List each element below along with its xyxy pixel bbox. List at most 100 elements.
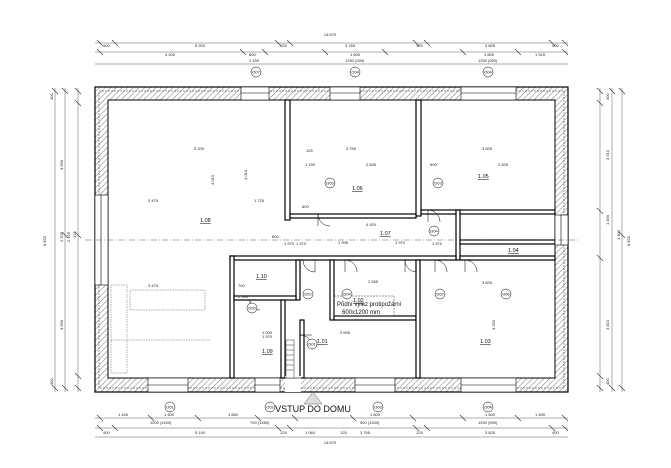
svg-text:1 970: 1 970 bbox=[284, 241, 295, 246]
window-tag-o02: O02 bbox=[266, 405, 274, 410]
svg-text:5 200: 5 200 bbox=[194, 146, 205, 151]
dim-right-3: 1 400 bbox=[616, 229, 621, 240]
dim-right-0: 400 bbox=[605, 93, 610, 100]
dim-left-1: 3 590 bbox=[59, 159, 64, 170]
svg-text:1 150: 1 150 bbox=[305, 162, 316, 167]
dim-left-3: 2 700 bbox=[59, 231, 64, 242]
door-tags bbox=[246, 177, 512, 350]
dim-right-5: 400 bbox=[605, 378, 610, 385]
svg-text:3 355: 3 355 bbox=[491, 319, 496, 330]
total-depth-right: 8 820 bbox=[626, 235, 631, 246]
window-tag-labels: O01 O02 O03 O04 O07 O04 O04 bbox=[166, 70, 492, 410]
total-width-bottom-label: 13 870 bbox=[324, 440, 337, 445]
svg-text:125: 125 bbox=[306, 148, 313, 153]
dim-top-1: 5 200 bbox=[195, 43, 206, 48]
window-tags bbox=[164, 66, 494, 413]
svg-text:2 595: 2 595 bbox=[368, 279, 379, 284]
door-tag-d06: D06 bbox=[502, 292, 510, 297]
dim-bot-win-0: 1000 (1150) bbox=[150, 420, 172, 425]
left-dimension-labels: 400 3 590 125 2 700 2 150 3 590 400 8 82… bbox=[42, 93, 77, 385]
kitchen-counter bbox=[110, 284, 210, 374]
dim-bot-inner-4: 1 600 bbox=[485, 412, 496, 417]
dim-bot-win-2: 900 (1200) bbox=[360, 420, 380, 425]
dim-top-5: 3 825 bbox=[485, 43, 496, 48]
door-tag-d01: D01 bbox=[308, 342, 316, 347]
dim-top-win-1: 1250 (900) bbox=[345, 58, 365, 63]
svg-text:2 695: 2 695 bbox=[340, 330, 351, 335]
room-1.02: 1.02 bbox=[353, 298, 364, 304]
window-tag-o01: O01 bbox=[166, 405, 174, 410]
dim-bot-inner-5: 1 455 bbox=[535, 412, 546, 417]
dim-bot-3: 1 060 bbox=[305, 430, 316, 435]
room-labels: 1.08 1.06 1.05 1.07 1.04 1.10 1.02 1.03 … bbox=[200, 174, 519, 355]
svg-text:4 010: 4 010 bbox=[210, 174, 215, 185]
total-depth-left: 8 820 bbox=[42, 235, 47, 246]
interior-dimension-labels: 5 200 4 010 4 010 1 725 3 475 3 475 3 76… bbox=[148, 146, 509, 339]
dim-bot-0: 400 bbox=[103, 430, 110, 435]
svg-text:700: 700 bbox=[238, 283, 245, 288]
window-tag-o04: O04 bbox=[484, 405, 492, 410]
stair-hatch bbox=[285, 339, 295, 379]
svg-text:1 995: 1 995 bbox=[338, 240, 349, 245]
svg-text:3 475: 3 475 bbox=[148, 283, 159, 288]
dim-right-4: 3 810 bbox=[605, 319, 610, 330]
dimension-lines bbox=[51, 39, 626, 438]
dim-top-3: 3 765 bbox=[345, 43, 356, 48]
door-tag-d02: D02 bbox=[304, 292, 312, 297]
dim-bot-5: 3 765 bbox=[360, 430, 371, 435]
svg-text:600: 600 bbox=[302, 204, 309, 209]
entrance-label: VSTUP DO DOMU bbox=[275, 404, 351, 414]
window-tag-o04-top: O04 bbox=[351, 70, 359, 75]
dim-bot-6: 125 bbox=[416, 430, 423, 435]
dim-top-win-2: 1250 (900) bbox=[478, 58, 498, 63]
svg-text:4 010: 4 010 bbox=[243, 169, 248, 180]
dim-left-0: 400 bbox=[49, 93, 54, 100]
dim-bot-inner-3: 1 600 bbox=[370, 412, 381, 417]
room-1.05: 1.05 bbox=[478, 174, 489, 180]
dim-bot-7: 3 825 bbox=[485, 430, 496, 435]
dim-bot-inner-2: 1 660 bbox=[228, 412, 239, 417]
dim-left-5: 3 590 bbox=[59, 319, 64, 330]
windows-bottom bbox=[147, 377, 517, 393]
dim-right-2: 1 460 bbox=[605, 214, 610, 225]
windows-top bbox=[240, 86, 517, 101]
dim-top-6: 400 bbox=[552, 43, 559, 48]
dim-bot-1: 5 140 bbox=[195, 430, 206, 435]
svg-text:3 765: 3 765 bbox=[346, 146, 357, 151]
dim-left-6: 400 bbox=[49, 378, 54, 385]
door-tag-d04b: D04 bbox=[430, 229, 438, 234]
dim-top-inner-3: 1 600 bbox=[484, 52, 495, 57]
door-tag-d03: D03 bbox=[326, 181, 334, 186]
dim-right-1: 3 910 bbox=[605, 149, 610, 160]
door-tag-labels: D01 D02 D02 D03 D03 D04 D04 D05 D06 bbox=[248, 181, 510, 347]
svg-text:3 825: 3 825 bbox=[482, 146, 493, 151]
interior-walls bbox=[229, 99, 556, 379]
door-tag-d04: D04 bbox=[343, 292, 351, 297]
svg-text:1 970: 1 970 bbox=[262, 334, 273, 339]
dim-left-2: 125 bbox=[72, 231, 77, 238]
dim-bot-inner-1: 1 400 bbox=[164, 412, 175, 417]
dim-bot-2: 125 bbox=[280, 430, 287, 435]
entrance-arrow: VSTUP DO DOMU bbox=[275, 391, 351, 414]
svg-text:1 725: 1 725 bbox=[254, 198, 265, 203]
svg-text:500: 500 bbox=[430, 162, 437, 167]
room-1.08: 1.08 bbox=[200, 218, 211, 224]
bottom-dimension-labels: 1 440 1 400 1 660 1 600 1 600 1 455 1000… bbox=[103, 412, 559, 445]
attic-label: Půdní výlez protipožární bbox=[337, 301, 402, 308]
room-1.10: 1.10 bbox=[256, 274, 267, 280]
entrance-opening bbox=[285, 376, 301, 392]
dim-bot-4: 125 bbox=[340, 430, 347, 435]
top-dimension-labels: 13 870 400 5 200 125 3 765 125 3 825 400… bbox=[103, 32, 559, 63]
svg-text:1 970: 1 970 bbox=[296, 241, 307, 246]
dim-top-inner-1: 600 bbox=[249, 52, 256, 57]
attic-label-group: Půdní výlez protipožární 600x1200 mm bbox=[337, 301, 402, 316]
dim-bot-8: 400 bbox=[552, 430, 559, 435]
svg-text:3 475: 3 475 bbox=[148, 198, 159, 203]
door-tag-d02b: D02 bbox=[436, 292, 444, 297]
window-tag-o07: O07 bbox=[252, 70, 260, 75]
window-tag-o03: O03 bbox=[374, 405, 382, 410]
dim-left-4: 2 150 bbox=[66, 231, 71, 242]
dim-bot-win-3: 1250 (900) bbox=[478, 420, 498, 425]
svg-text:1 970: 1 970 bbox=[432, 241, 443, 246]
